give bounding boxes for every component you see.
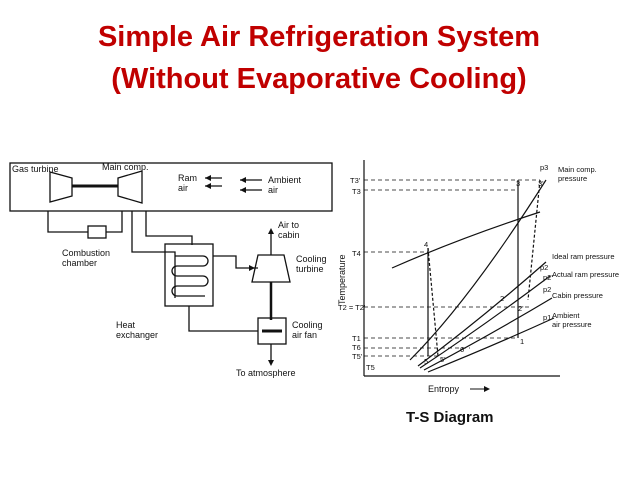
t-label: T3' (350, 176, 361, 185)
pressure-label: p3 (540, 163, 548, 172)
point-label: 2' (518, 304, 524, 313)
hx-coil (171, 255, 209, 297)
heat-exchanger-shape (164, 243, 214, 307)
duct-compressor-combustion (106, 211, 123, 233)
ambient-air-label-1: Ambient (268, 175, 302, 185)
duct-compressor-hx (131, 211, 176, 298)
legend-ambient-1: Ambient (552, 311, 580, 320)
cooling-fan-label-2: air fan (292, 330, 317, 340)
isobar-cabin (423, 297, 553, 371)
ts-x-axis-label: Entropy (428, 384, 460, 394)
legend-main-comp-1: Main comp. (558, 165, 597, 174)
cooling-fan-label-1: Cooling (292, 320, 323, 330)
legend-ambient-2: air pressure (552, 320, 592, 329)
legend-actual-ram: Actual ram pressure (552, 270, 619, 279)
cooling-turbine-shape (251, 254, 291, 283)
t-label: T4 (352, 249, 361, 258)
point-label: 5' (440, 355, 446, 364)
combustion-label-1: Combustion (62, 248, 110, 258)
engine-housing (9, 162, 333, 212)
isobar-ambient (427, 317, 555, 373)
legend-main-comp-2: pressure (558, 174, 587, 183)
pressure-label: p2 (540, 263, 548, 272)
duct-ram-air (145, 211, 193, 245)
main-compressor-shape (117, 170, 143, 204)
isobar-main-comp (409, 179, 547, 361)
combustion-chamber-shape (87, 225, 107, 239)
point-label: 3 (516, 179, 520, 188)
ram-air-label-2: air (178, 183, 188, 193)
t-label: T1 (352, 334, 361, 343)
cooling-turbine-label-2: turbine (296, 264, 324, 274)
combustion-label-2: chamber (62, 258, 97, 268)
duct-hx-turbine (213, 255, 258, 269)
point-label: 4 (424, 240, 428, 249)
heat-exchanger-label-2: exchanger (116, 330, 158, 340)
ts-diagram-caption: T-S Diagram (406, 409, 494, 426)
duct-hx-fan (188, 306, 258, 332)
ts-y-axis-label: Temperature (337, 254, 347, 305)
point-label: 1 (520, 337, 524, 346)
point-label: 6 (460, 345, 464, 354)
t-label: T5 (366, 363, 375, 372)
t-label: T6 (352, 343, 361, 352)
pressure-label: p2' (543, 273, 553, 282)
gas-turbine-label: Gas turbine (12, 164, 59, 174)
title-line-2: (Without Evaporative Cooling) (111, 63, 527, 95)
cooling-turbine-label-1: Cooling (296, 254, 327, 264)
to-atmosphere-label: To atmosphere (236, 368, 296, 378)
heat-exchanger-label-1: Heat (116, 320, 136, 330)
main-comp-label: Main comp. (102, 162, 149, 172)
t-label: T5' (352, 352, 363, 361)
pressure-label: p2 (543, 285, 551, 294)
ambient-air-label-2: air (268, 185, 278, 195)
isobar-actual-ram (419, 275, 551, 369)
title-line-1: Simple Air Refrigeration System (97, 21, 541, 53)
gas-turbine-shape (49, 171, 73, 203)
duct-turbine-combustion (47, 211, 88, 233)
t-label: T2 = T2' (338, 303, 366, 312)
process-line-actual-comp (527, 179, 541, 301)
pressure-label: p1 (543, 313, 551, 322)
air-to-cabin-label-1: Air to (278, 220, 299, 230)
point-label: 3' (538, 179, 544, 188)
ram-air-label-1: Ram (178, 173, 197, 183)
point-label: 5 (424, 357, 428, 366)
t-label: T3 (352, 187, 361, 196)
ts-diagram (363, 160, 560, 377)
legend-ideal-ram: Ideal ram pressure (552, 252, 615, 261)
point-label: 2 (500, 294, 504, 303)
air-to-cabin-label-2: cabin (278, 230, 300, 240)
legend-cabin: Cabin pressure (552, 291, 603, 300)
